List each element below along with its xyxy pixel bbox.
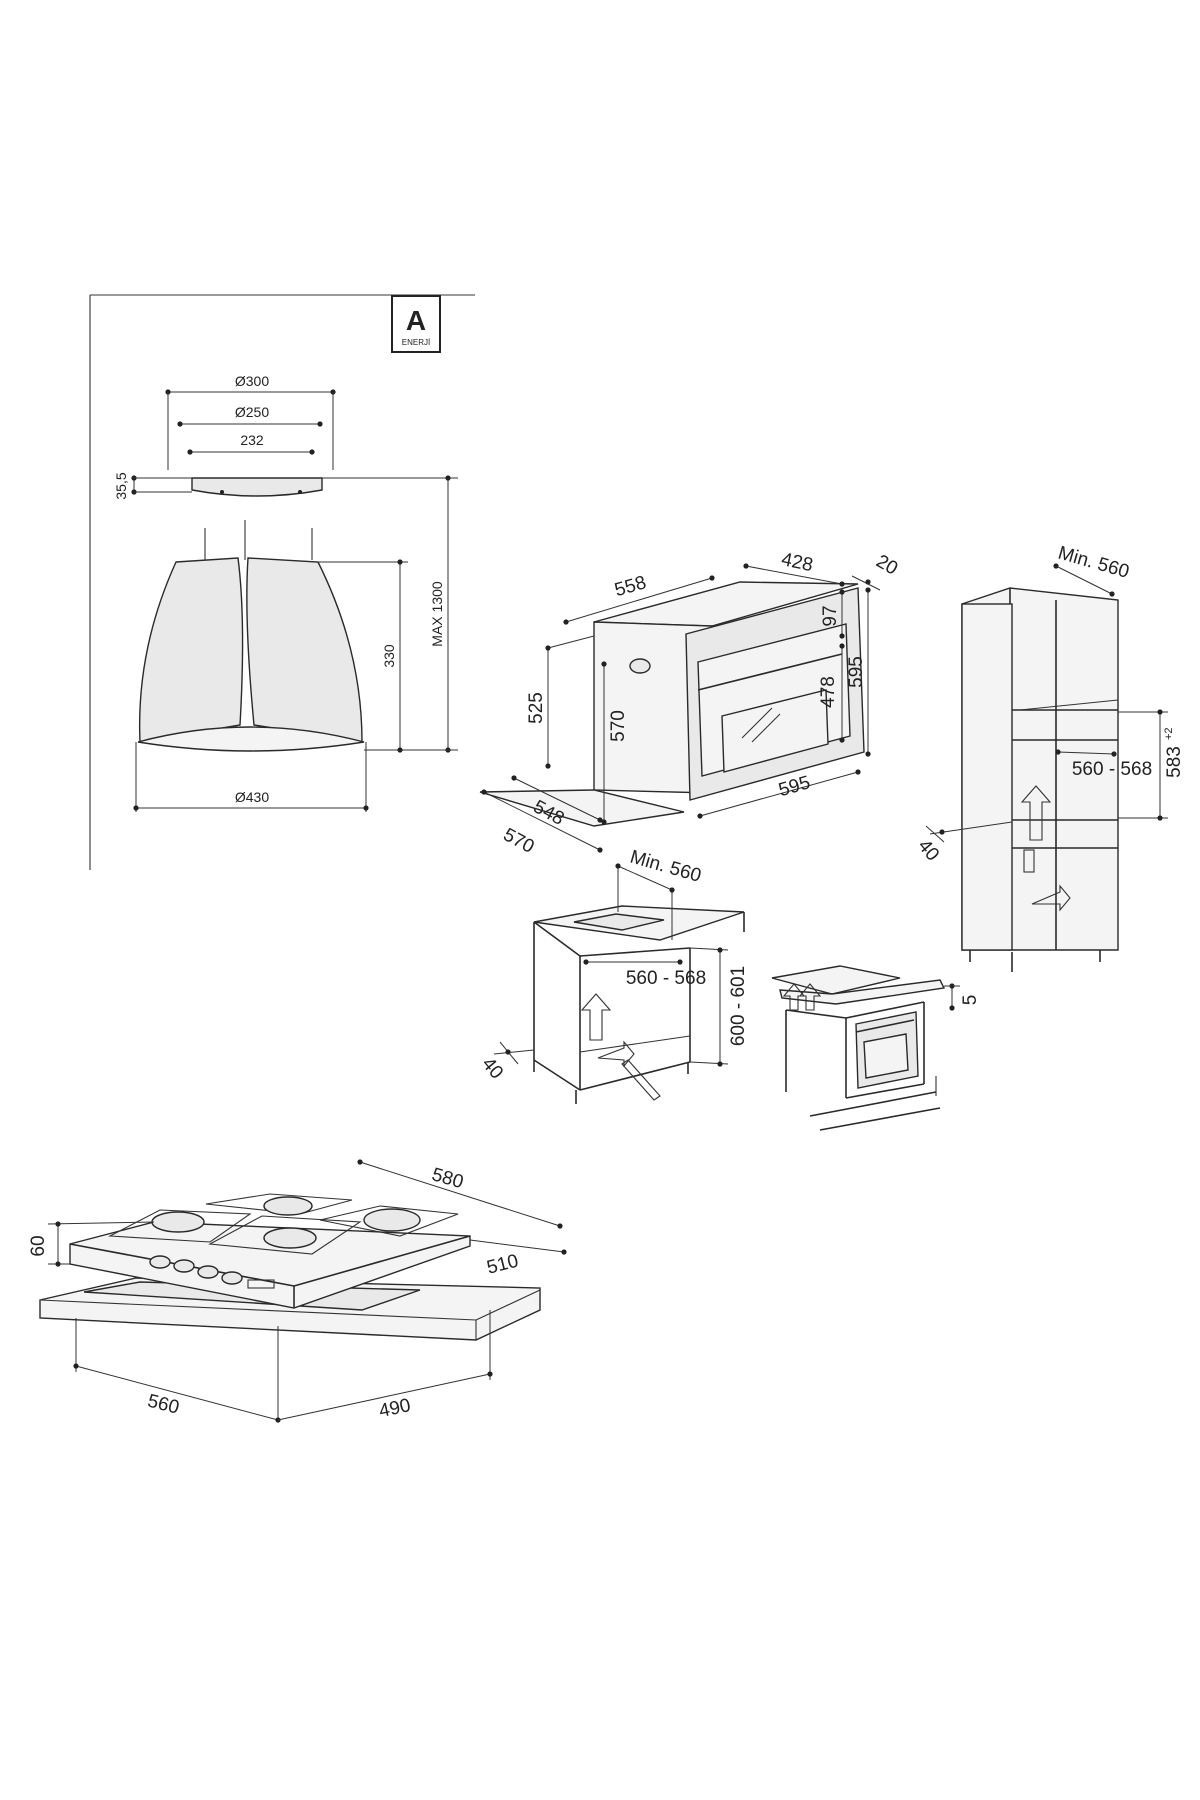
oven-depth-428: 428 — [779, 549, 814, 576]
base-min-width: Min. 560 — [628, 847, 704, 887]
column-niche-height-tolerance: +2 — [1163, 727, 1175, 740]
column-cabinet-drawing: Min. 560 560 - 568 583 +2 40 — [913, 543, 1185, 972]
hob-depth-510: 510 — [485, 1251, 521, 1279]
energy-label: ENERJİ — [402, 338, 430, 347]
hood-top-dimensions: Ø300 Ø250 232 — [165, 373, 336, 470]
hood-max-height: MAX 1300 — [429, 581, 445, 647]
oven-depth-570: 570 — [500, 824, 538, 857]
oven-body-570: 570 — [608, 710, 629, 742]
hood-diameter-300: Ø300 — [235, 373, 269, 389]
hob-cutout-depth-490: 490 — [377, 1395, 412, 1422]
base-niche-height: 600 - 601 — [728, 966, 749, 1046]
hood-body-height: 330 — [381, 644, 397, 668]
base-cabinet-drawing: Min. 560 560 - 568 600 - 601 40 — [477, 847, 749, 1104]
oven-door-20: 20 — [872, 551, 901, 580]
hood-diameter-430: Ø430 — [235, 789, 269, 805]
hood-width-232: 232 — [240, 432, 264, 448]
oven-width-558: 558 — [612, 572, 648, 601]
hob-oven-gap: 5 — [960, 995, 981, 1006]
oven-width-595: 595 — [776, 772, 812, 801]
oven-door-478: 478 — [818, 676, 839, 708]
oven-panel-97: 97 — [820, 605, 841, 626]
base-vent-depth: 40 — [477, 1054, 507, 1084]
column-vent-depth: 40 — [913, 836, 943, 866]
column-niche-height: 583 — [1164, 746, 1185, 778]
hob-cutout-width-560: 560 — [145, 1391, 181, 1419]
column-niche-width: 560 - 568 — [1072, 759, 1152, 780]
oven-under-hob-drawing: 5 — [771, 965, 981, 1131]
oven-drawing: 558 428 20 97 478 595 595 525 570 — [479, 549, 901, 858]
hob-height-60: 60 — [28, 1235, 49, 1256]
hood-drawing: A ENERJİ Ø300 Ø250 232 35,5 — [89, 294, 475, 870]
column-min-width: Min. 560 — [1056, 543, 1132, 583]
energy-badge: A ENERJİ — [391, 295, 441, 353]
hood-plate-height: 35,5 — [113, 472, 129, 499]
hood-diameter-250: Ø250 — [235, 404, 269, 420]
hood-ceiling-plate — [191, 477, 323, 497]
base-niche-width: 560 - 568 — [626, 968, 706, 989]
hob-width-580: 580 — [429, 1164, 465, 1193]
oven-height-595: 595 — [846, 656, 867, 688]
hood-bell-body — [138, 557, 244, 743]
energy-class-letter: A — [406, 305, 426, 336]
oven-niche-525: 525 — [526, 692, 547, 724]
gas-hob-drawing: 580 510 60 560 490 — [28, 1159, 567, 1423]
